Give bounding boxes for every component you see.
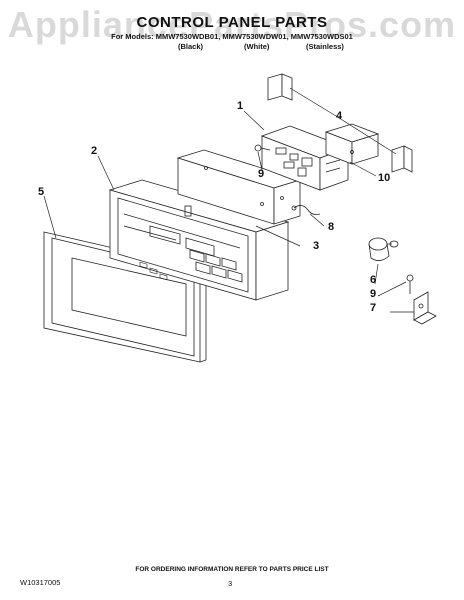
- part-7-clip: [413, 291, 437, 325]
- part-8-wire-harness: [291, 205, 321, 215]
- callout-3: 3: [313, 240, 320, 252]
- page-number: 3: [228, 579, 233, 588]
- part-9-screw-lower: [406, 274, 414, 294]
- watermark-logo: AppliancePartsPros.com: [7, 4, 457, 45]
- page-title: CONTROL PANEL PARTS: [136, 14, 328, 31]
- callout-7: 7: [370, 302, 377, 314]
- finish-white: (White): [244, 42, 270, 51]
- part-4-bracket-top: [267, 73, 293, 101]
- part-9-screw-upper: [254, 144, 271, 152]
- callout-2: 2: [91, 145, 98, 157]
- finish-black: (Black): [178, 42, 204, 51]
- callout-9-lower: 9: [370, 288, 377, 300]
- finish-stainless: (Stainless): [306, 42, 344, 51]
- callout-6: 6: [370, 274, 377, 286]
- part-10-bracket: [324, 123, 380, 165]
- callout-9-upper: 9: [258, 168, 265, 180]
- callout-8: 8: [328, 221, 335, 233]
- part-3-backing-board: [176, 149, 302, 225]
- callout-1: 1: [237, 100, 244, 112]
- ordering-info: FOR ORDERING INFORMATION REFER TO PARTS …: [135, 566, 329, 573]
- part-4-bracket-bottom: [391, 145, 413, 173]
- doc-number: W10317005: [20, 578, 61, 587]
- part-6-encoder: [368, 237, 399, 261]
- callout-4: 4: [336, 110, 343, 122]
- callout-10: 10: [378, 172, 391, 184]
- callout-5: 5: [38, 186, 45, 198]
- models-line: For Models: MMW7530WDB01, MMW7530WDW01, …: [111, 32, 353, 41]
- part-2-control-panel: [108, 179, 290, 301]
